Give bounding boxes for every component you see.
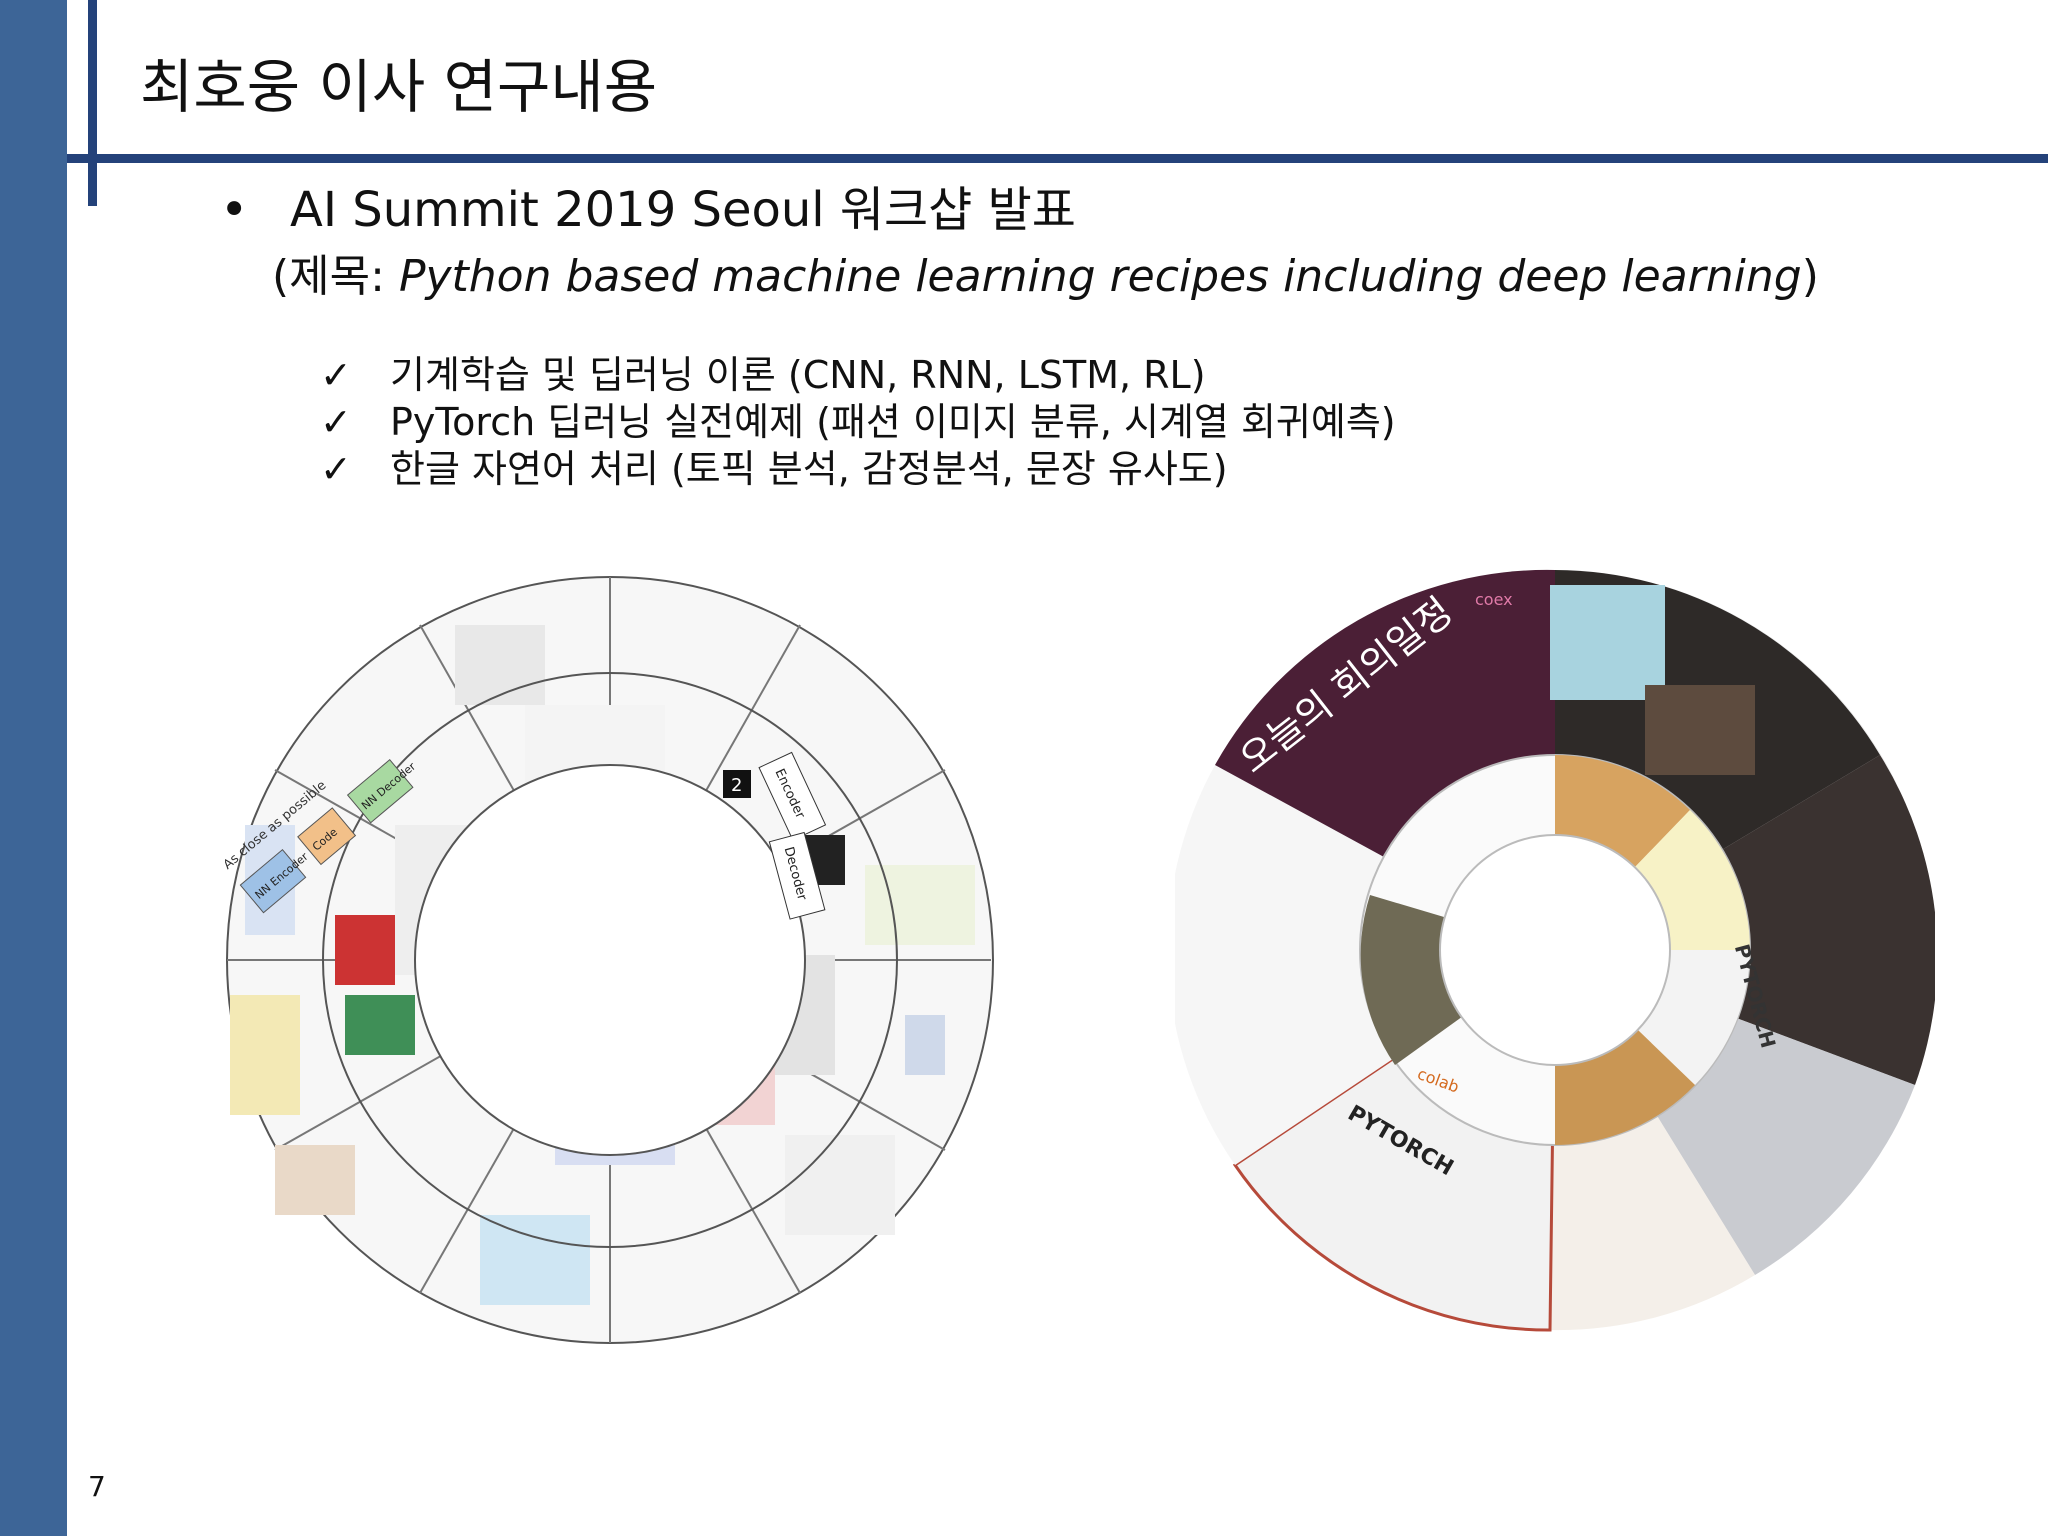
- checkmark-icon: ✓: [320, 353, 352, 397]
- checkmark-icon: ✓: [320, 400, 352, 444]
- bullet-dot-icon: •: [220, 182, 249, 238]
- left-accent-bar: [0, 0, 67, 1536]
- subtitle-italic: Python based machine learning recipes in…: [398, 251, 1802, 302]
- check-item: ✓ PyTorch 딥러닝 실전예제 (패션 이미지 분류, 시계열 회귀예측): [320, 399, 1396, 446]
- check-text: PyTorch 딥러닝 실전예제 (패션 이미지 분류, 시계열 회귀예측): [390, 400, 1396, 444]
- topic-checklist: ✓ 기계학습 및 딥러닝 이론 (CNN, RNN, LSTM, RL) ✓ PyT…: [320, 352, 1396, 493]
- right-photos-wheel: 오늘의 회의일정 coex PYTORCH colab PYTORCH: [1175, 569, 1935, 1332]
- slide-title: 최호웅 이사 연구내용: [140, 53, 658, 121]
- wheel-label: 2: [731, 775, 742, 796]
- bullet-item: • AI Summit 2019 Seoul 워크샵 발표: [220, 170, 1076, 240]
- page-number: 7: [88, 1470, 106, 1503]
- check-item: ✓ 기계학습 및 딥러닝 이론 (CNN, RNN, LSTM, RL): [320, 352, 1396, 399]
- check-item: ✓ 한글 자연어 처리 (토픽 분석, 감정분석, 문장 유사도): [320, 446, 1396, 493]
- check-text: 기계학습 및 딥러닝 이론 (CNN, RNN, LSTM, RL): [390, 353, 1206, 397]
- wheel-label: coex: [1475, 590, 1513, 609]
- checkmark-icon: ✓: [320, 447, 352, 491]
- title-horizontal-rule: [67, 154, 2048, 163]
- bullet-text: AI Summit 2019 Seoul 워크샵 발표: [290, 182, 1076, 238]
- subtitle-suffix: ): [1801, 251, 1819, 302]
- check-text: 한글 자연어 처리 (토픽 분석, 감정분석, 문장 유사도): [390, 447, 1228, 491]
- title-vertical-rule: [88, 0, 97, 206]
- left-slides-wheel: As close as possible NN Encoder Code NN …: [225, 576, 994, 1344]
- talk-subtitle: (제목: Python based machine learning recip…: [272, 240, 1819, 304]
- subtitle-prefix: (제목:: [272, 251, 399, 302]
